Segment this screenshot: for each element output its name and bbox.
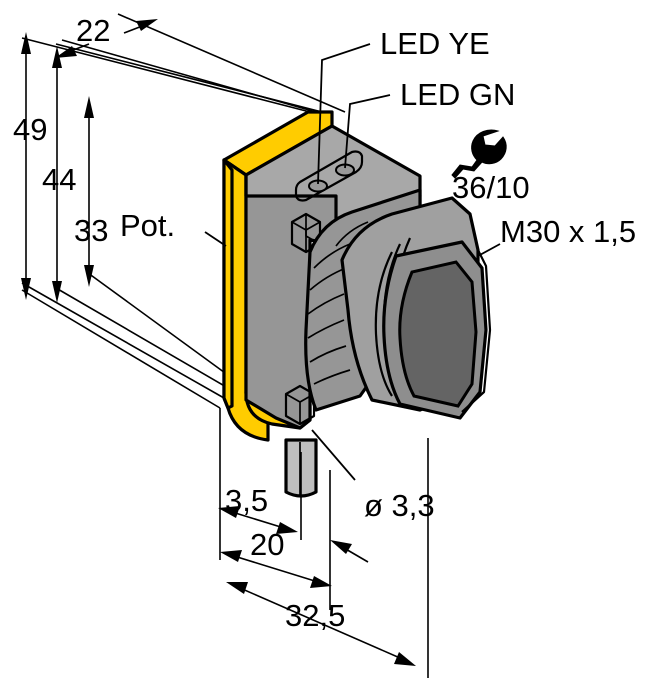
label-potentiometer: Pot. bbox=[120, 208, 175, 243]
dimension-label-44: 44 bbox=[42, 162, 76, 197]
leader-lines bbox=[204, 43, 501, 481]
dimension-20 bbox=[220, 550, 332, 588]
dimension-label-20: 20 bbox=[250, 527, 284, 562]
dimension-22-arrows bbox=[55, 19, 158, 58]
dimension-20-right-arrow bbox=[330, 540, 369, 563]
knurl-ribs bbox=[307, 221, 369, 385]
label-led-yellow: LED YE bbox=[380, 26, 490, 61]
dimension-label-3-5: 3,5 bbox=[225, 483, 268, 518]
dimension-3-5 bbox=[218, 506, 298, 534]
label-wrench-size: 36/10 bbox=[452, 170, 530, 205]
dimension-label-22: 22 bbox=[76, 13, 110, 48]
cable-stub bbox=[284, 438, 318, 540]
mounting-lug-lower bbox=[284, 384, 316, 426]
dimension-label-33: 33 bbox=[74, 213, 108, 248]
sensor-lens bbox=[398, 260, 478, 408]
dimension-label-49: 49 bbox=[13, 112, 47, 147]
label-led-green: LED GN bbox=[400, 77, 515, 112]
dimension-32-5 bbox=[226, 582, 416, 666]
dimension-label-32-5: 32,5 bbox=[285, 598, 345, 633]
label-thread: M30 x 1,5 bbox=[500, 214, 636, 249]
label-hole-diameter: ø 3,3 bbox=[364, 488, 435, 523]
vertical-dimension-33 bbox=[84, 96, 94, 287]
threaded-barrel bbox=[304, 188, 492, 420]
wrench-icon bbox=[451, 129, 507, 179]
led-indicator-window bbox=[294, 150, 364, 202]
vertical-dimension-49 bbox=[21, 32, 31, 300]
extension-lines bbox=[21, 13, 346, 409]
